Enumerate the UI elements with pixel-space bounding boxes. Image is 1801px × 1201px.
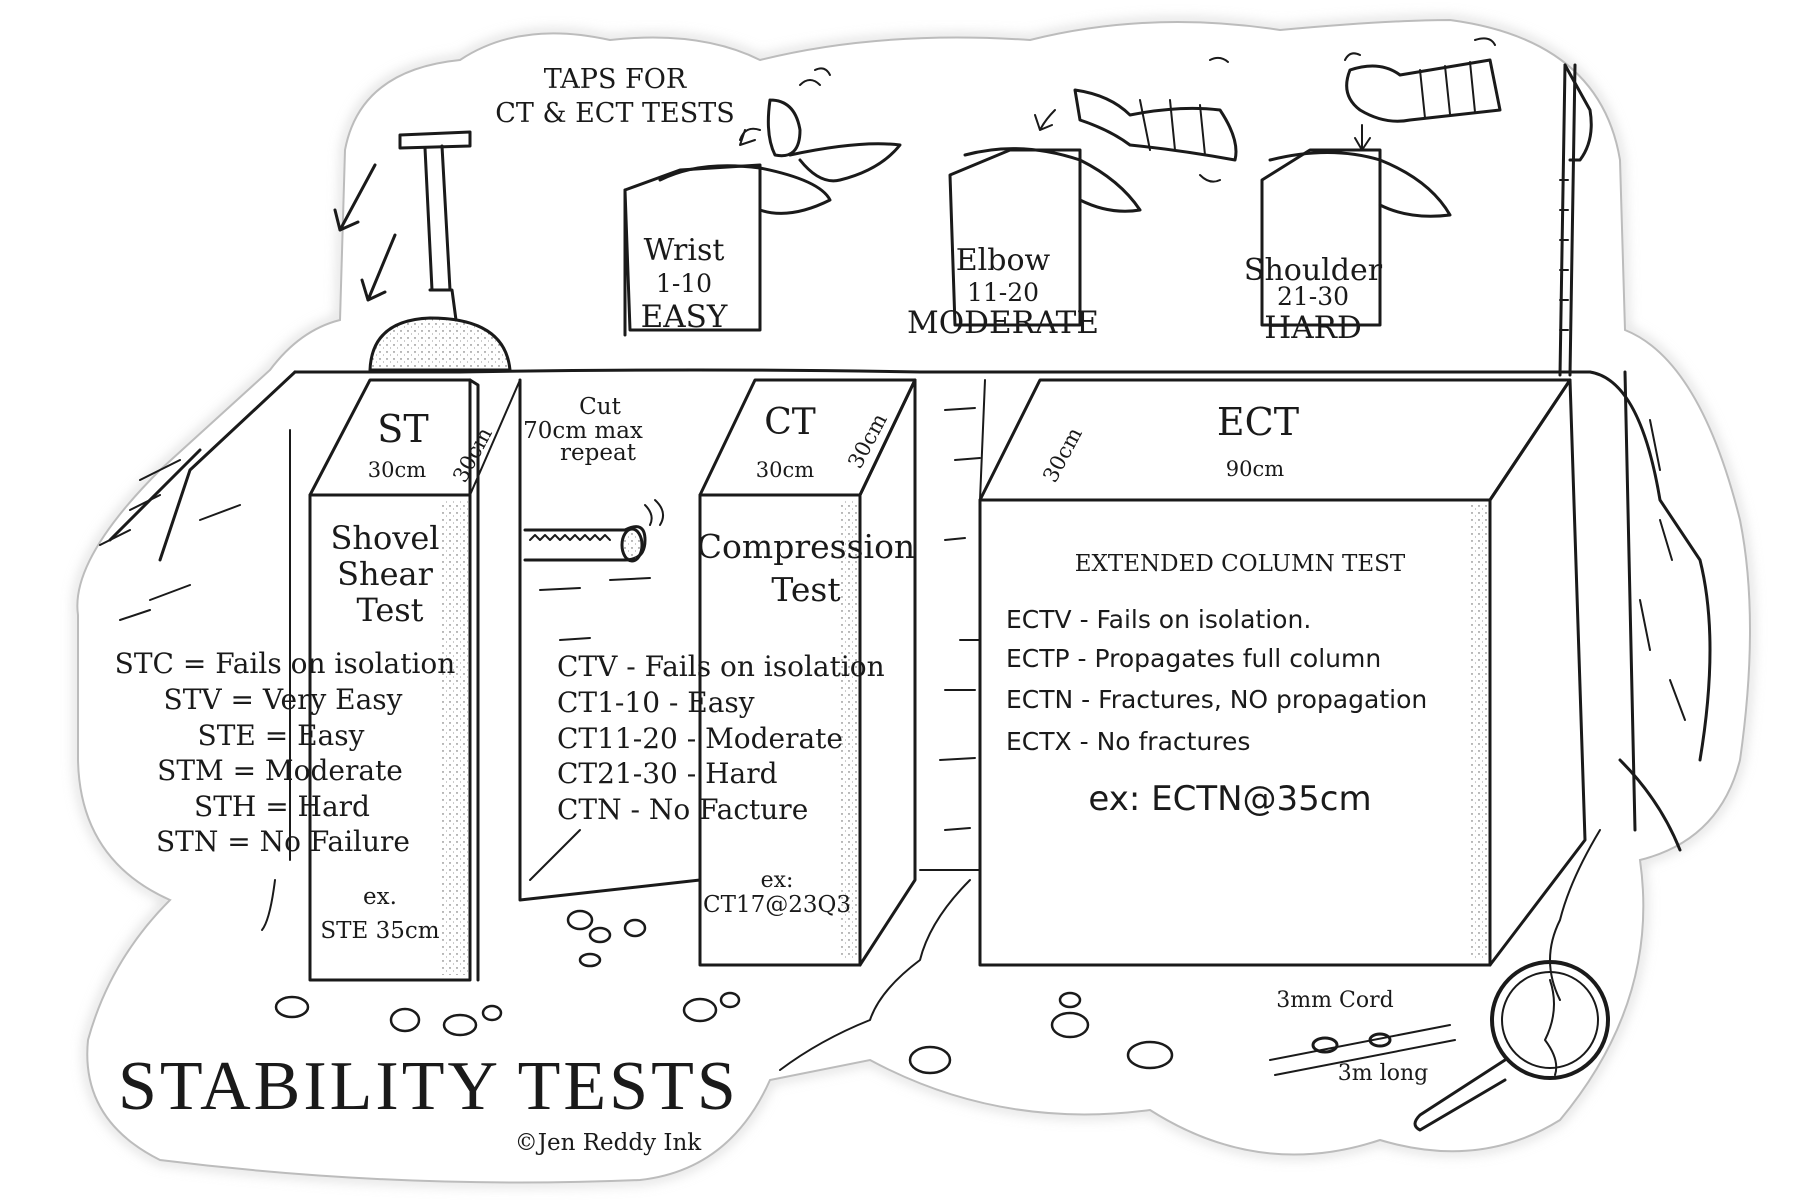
taps-heading-line2: CT & ECT TESTS	[495, 98, 735, 129]
ect-code-3: ECTN - Fractures, NO propagation	[1006, 685, 1428, 714]
cord-line2: 3m long	[1337, 1061, 1429, 1086]
ct-code-1: CTV - Fails on isolation	[557, 650, 885, 683]
ct-column	[518, 378, 917, 967]
ct-example-label: ex:	[760, 868, 794, 893]
shoulder-tap-illustration	[1260, 37, 1502, 327]
ect-width: 90cm	[1225, 457, 1285, 481]
ct-code-3: CT11-20 - Moderate	[557, 722, 844, 755]
ect-column	[919, 378, 1587, 967]
wrist-label: Wrist	[643, 233, 725, 268]
st-code-4: STM = Moderate	[157, 754, 403, 787]
probe-pole	[1558, 63, 1593, 377]
shoulder-level: HARD	[1264, 310, 1362, 346]
ct-name-line2: Test	[771, 570, 841, 609]
st-width: 30cm	[367, 458, 427, 482]
ct-code-4: CT21-30 - Hard	[557, 757, 778, 790]
wrist-tap-illustration	[623, 67, 902, 337]
elbow-level: MODERATE	[907, 305, 1099, 341]
ect-code-1: ECTV - Fails on isolation.	[1006, 605, 1312, 634]
cut-line3: repeat	[560, 440, 636, 466]
st-code-2: STV = Very Easy	[163, 683, 403, 716]
st-name-line2: Shear	[337, 555, 433, 593]
ct-abbr: CT	[764, 402, 816, 443]
st-example-label: ex.	[363, 884, 397, 910]
shoulder-range: 21-30	[1276, 282, 1350, 311]
credit: ©Jen Reddy Ink	[514, 1130, 702, 1156]
elbow-label: Elbow	[955, 243, 1051, 278]
st-name-line3: Test	[356, 591, 424, 629]
wrist-range: 1-10	[655, 269, 713, 298]
ect-example: ex: ECTN@35cm	[1088, 779, 1372, 819]
ct-width: 30cm	[755, 458, 815, 482]
st-code-1: STC = Fails on isolation	[114, 647, 456, 680]
taps-heading-line1: TAPS FOR	[543, 64, 687, 95]
cord-and-magnifier	[1269, 960, 1610, 1132]
shovel	[333, 130, 512, 372]
wrist-level: EASY	[640, 299, 728, 335]
ect-code-2: ECTP - Propagates full column	[1006, 644, 1382, 673]
page-title: STABILITY TESTS	[118, 1048, 739, 1125]
st-example: STE 35cm	[320, 918, 440, 944]
st-code-6: STN = No Failure	[156, 825, 410, 858]
elbow-tap-illustration	[948, 56, 1238, 327]
st-code-3: STE = Easy	[197, 719, 365, 752]
cut-line2: 70cm max	[523, 418, 643, 444]
snowpit-right-wall	[1588, 370, 1712, 832]
ct-code-2: CT1-10 - Easy	[557, 686, 755, 719]
cut-line1: Cut	[579, 394, 621, 420]
ect-heading: EXTENDED COLUMN TEST	[1074, 551, 1406, 577]
ct-code-5: CTN - No Facture	[557, 793, 809, 826]
ect-code-4: ECTX - No fractures	[1006, 727, 1251, 756]
elbow-range: 11-20	[966, 278, 1040, 307]
cord-line1: 3mm Cord	[1276, 988, 1394, 1013]
fracture-line	[779, 879, 971, 1071]
st-abbr: ST	[377, 407, 429, 451]
ct-example: CT17@23Q3	[703, 892, 851, 918]
snow-saw	[523, 499, 665, 563]
ct-name-line1: Compression	[696, 527, 916, 566]
st-code-5: STH = Hard	[194, 790, 370, 823]
snow-layer-dashes	[539, 407, 981, 831]
snow-debris	[274, 909, 1174, 1075]
st-column	[261, 378, 521, 982]
st-name-line1: Shovel	[330, 519, 440, 557]
snowpit-left-wall	[108, 370, 297, 562]
ect-abbr: ECT	[1216, 400, 1300, 444]
shoulder-label: Shoulder	[1243, 253, 1383, 288]
